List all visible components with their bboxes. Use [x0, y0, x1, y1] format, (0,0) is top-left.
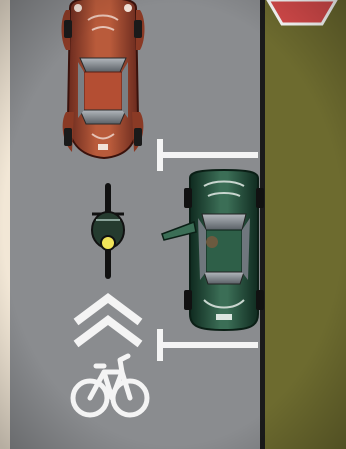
vignette-overlay [0, 0, 346, 449]
bike-lane-illustration [0, 0, 346, 449]
street-scene-svg [0, 0, 346, 449]
